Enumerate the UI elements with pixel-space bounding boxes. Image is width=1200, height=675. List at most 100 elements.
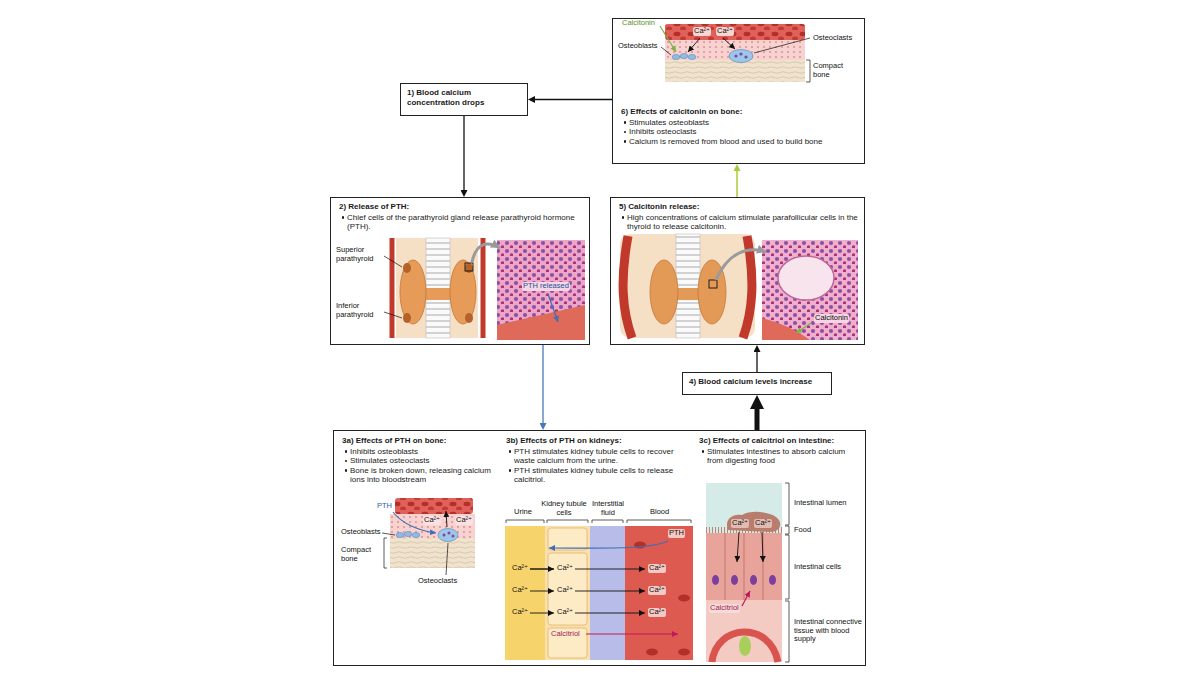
illustration-label: Osteoblasts [341,528,381,537]
bone-illustration [665,60,805,82]
parathyroid-illustration [465,263,473,273]
bone-illustration [393,512,436,533]
effect-panel: 2) Release of PTH:Chief cells of the par… [330,197,590,345]
illustration-label: Interstitial fluid [589,500,627,517]
text-column: 5) Calcitonin release:High concentration… [619,202,858,232]
parathyroid-illustration [465,313,473,323]
bullet-text: Chief cells of the parathyroid gland rel… [347,213,583,232]
illustration-label: Ca²⁺ [557,608,573,617]
intestine-illustration [739,636,751,656]
bone-illustration [754,38,810,53]
thyroid-illustration [762,318,810,340]
bullet-item: Inhibits osteoblasts [342,447,494,457]
step-box: 4) Blood calcium levels increase [682,372,832,395]
text-column: 3b) Effects of PTH on kidneys:PTH stimul… [506,436,692,485]
illustration-label: Ca²⁺ [693,27,711,36]
flow-arrow [737,164,738,197]
flow-arrow [464,116,465,197]
parathyroid-illustration [390,238,395,338]
bullet-text: Bone is broken down, releasing calcium i… [350,466,494,485]
flow-arrow [528,99,612,100]
intestine-illustration [769,575,776,585]
section-heading: 4) Blood calcium levels increase [689,377,827,387]
illustration-label: Intestinal connective tissue with blood … [794,618,862,644]
bullet-item: Chief cells of the parathyroid gland rel… [339,213,583,232]
parathyroid-illustration [465,263,473,271]
arrowhead [757,345,758,353]
intestine-illustration [737,532,739,562]
illustration-label: Calcitonin [622,19,655,28]
arrowhead [464,190,465,198]
illustration-label: PTH released [522,282,570,291]
text-column: 1) Blood calcium concentration drops [407,88,521,108]
illustration-label: Ca²⁺ [512,564,528,573]
section-heading: 3b) Effects of PTH on kidneys: [506,436,692,446]
flow-arrow [543,345,544,430]
bullet-dot [624,140,627,143]
parathyroid-illustration [384,256,402,267]
bullet-dot [509,450,512,453]
bone-illustration [446,543,448,575]
kidney-illustration [506,520,691,523]
bone-illustration [661,47,671,55]
bone-illustration [452,535,455,538]
bullet-item: Inhibits osteoclasts [621,127,858,137]
bullet-text: Stimulates osteoclasts [350,456,494,466]
bullet-text: PTH stimulates kidney tubule cells to re… [514,466,692,485]
parathyroid-illustration [384,312,402,318]
illustration-label: Intestinal lumen [794,499,847,508]
intestine-illustration [706,483,782,533]
parathyroid-illustration [396,238,478,338]
step-box: 1) Blood calcium concentration drops [400,83,528,116]
illustration-label: Ca²⁺ [648,586,666,595]
illustration-label: Osteoclasts [418,577,457,586]
bullet-text: Inhibits osteoblasts [350,447,494,457]
illustration-label: Ca²⁺ [512,608,528,617]
bullet-item: Calcium is removed from blood and used t… [621,137,858,147]
parathyroid-illustration [400,260,426,324]
kidney-illustration [530,613,554,614]
bone-illustration [744,55,747,58]
bullet-text: Inhibits osteoclasts [629,127,858,137]
bone-illustration [390,538,475,568]
bullet-item: High concentrations of calcium stimulate… [619,213,858,232]
bone-illustration [396,532,404,537]
kidney-illustration [678,595,690,602]
kidney-illustration [586,633,678,634]
thyroid-illustration [778,256,834,300]
intestine-illustration [725,533,763,600]
illustration-label: Ca²⁺ [648,564,666,573]
parathyroid-illustration [497,240,585,340]
arrowhead [528,99,536,100]
bone-illustration [739,52,742,55]
flow-arrow [755,408,760,430]
bone-illustration [723,38,735,49]
bullet-text: PTH stimulates kidney tubule cells to re… [514,447,692,466]
illustration-label: Ca²⁺ [716,27,734,36]
kidney-illustration [505,520,693,660]
kidney-illustration [590,526,625,660]
kidney-illustration [530,569,554,570]
bone-illustration [660,24,810,82]
bullet-item: PTH stimulates kidney tubule cells to re… [506,447,692,466]
bone-illustration [384,538,387,568]
text-column: 3c) Effects of calcitriol on intestine:S… [699,436,861,466]
bullet-text: Calcium is removed from blood and used t… [629,137,858,147]
bone-illustration [665,60,805,82]
thyroid-illustration [709,280,717,288]
flow-arrow [463,116,464,191]
bone-illustration [665,24,805,40]
kidney-illustration [548,528,587,550]
intestine-illustration [785,483,789,662]
illustration-label: Kidney tubule cells [539,500,589,517]
parathyroid-illustration [450,260,476,324]
illustration-label: Osteoblasts [618,42,658,51]
bullet-dot [345,460,348,463]
illustration-label: Osteoclasts [813,34,852,43]
bullet-item: Stimulates osteoclasts [342,456,494,466]
intestine-illustration [712,575,719,585]
kidney-illustration [548,553,587,625]
kidney-illustration [505,526,545,660]
bullet-dot [624,121,627,124]
